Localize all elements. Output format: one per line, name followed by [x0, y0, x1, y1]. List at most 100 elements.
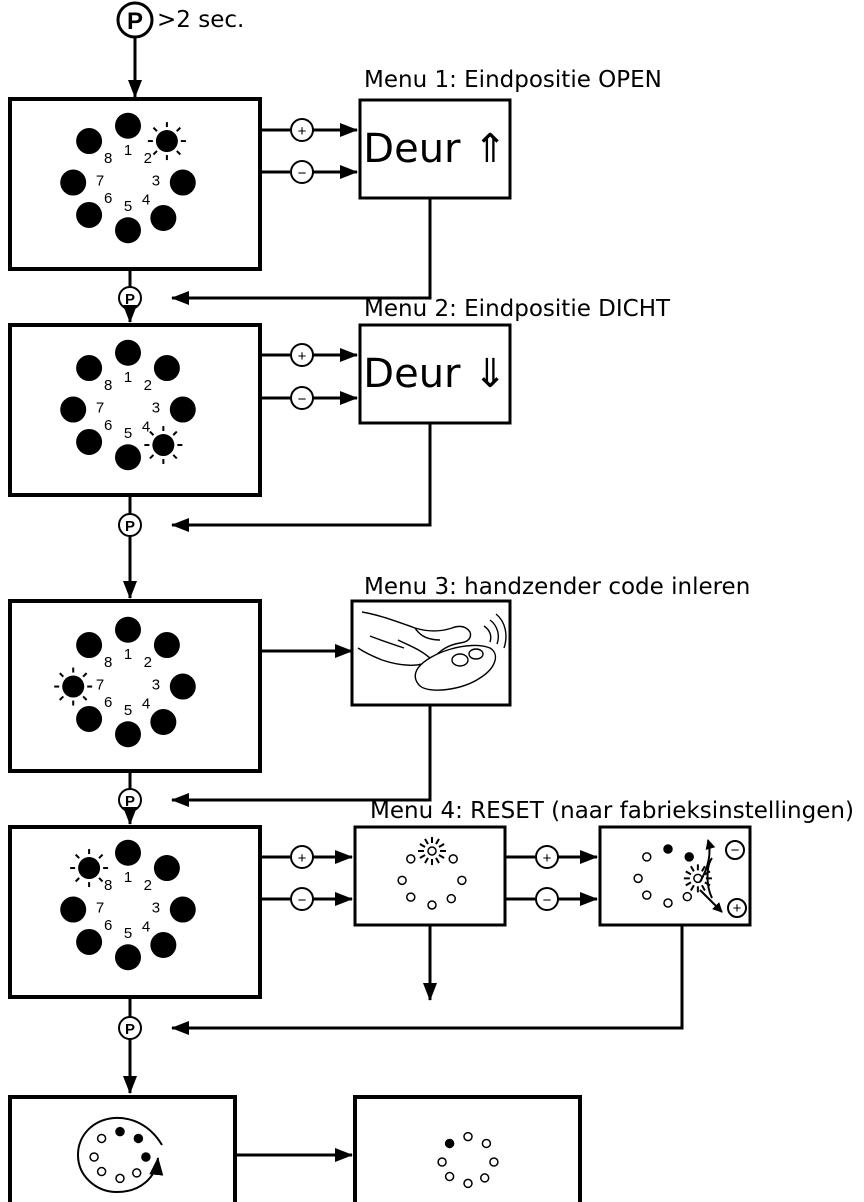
- led-number-6: 6: [104, 917, 112, 934]
- reset-minus-button: −: [535, 887, 559, 911]
- led-4: [152, 434, 175, 457]
- led-4: [150, 205, 177, 232]
- led-number-1: 1: [124, 369, 132, 386]
- mini-led-2: [448, 854, 458, 864]
- led-number-5: 5: [124, 198, 132, 215]
- menu3-return-arrow: [171, 705, 432, 807]
- menu4-minus-button: −: [290, 887, 314, 911]
- mini-led-7: [633, 873, 643, 884]
- svg-text:+: +: [298, 123, 307, 140]
- led-number-4: 4: [142, 418, 150, 435]
- led-8: [76, 632, 103, 659]
- mini-led-2: [133, 1133, 144, 1144]
- led-number-5: 5: [124, 425, 132, 442]
- led-6: [76, 705, 103, 732]
- led-number-7: 7: [96, 172, 104, 189]
- led-number-2: 2: [144, 654, 152, 671]
- reset-rotate-plus-icon: +: [727, 898, 747, 918]
- menu1-return-arrow: [171, 198, 432, 305]
- led-3: [169, 673, 196, 700]
- led-number-8: 8: [104, 377, 112, 394]
- led-number-2: 2: [144, 377, 152, 394]
- led-5: [115, 944, 141, 971]
- menu2-minus-button: −: [290, 386, 314, 410]
- reset-step1-box: [353, 825, 507, 927]
- mini-led-7: [89, 1152, 99, 1162]
- mini-led-1: [427, 846, 437, 856]
- reset-step1-led-ring: [397, 837, 467, 910]
- remote-control-hand-icon: [357, 611, 507, 691]
- led-4: [150, 932, 177, 959]
- reset-rotate-arc: [706, 857, 713, 899]
- led-8: [76, 128, 103, 155]
- mini-led-5: [115, 1173, 125, 1184]
- menu2-plus-button: +: [290, 343, 314, 367]
- led-2: [153, 632, 180, 659]
- start-p-label: P: [127, 8, 143, 35]
- mini-led-7: [397, 875, 407, 886]
- mini-led-5: [427, 900, 437, 910]
- menu1-plus-button: +: [290, 118, 314, 142]
- led-4: [150, 709, 177, 736]
- start-duration-label: >2 sec.: [157, 7, 244, 33]
- mini-led-3: [141, 1152, 151, 1162]
- led-number-8: 8: [104, 877, 112, 894]
- menu2-return-arrow: [171, 423, 432, 532]
- svg-text:−: −: [298, 391, 307, 408]
- mini-led-5: [663, 898, 673, 908]
- menu1-door-box: [358, 98, 512, 200]
- led-number-3: 3: [152, 676, 160, 693]
- led-7: [60, 169, 87, 196]
- led-7: [60, 896, 87, 923]
- exit-rotation-box: [8, 1095, 237, 1202]
- led-number-4: 4: [142, 695, 150, 712]
- svg-text:+: +: [298, 348, 307, 365]
- mini-led-3: [489, 1157, 499, 1167]
- led-number-5: 5: [124, 925, 132, 942]
- led-1: [115, 839, 141, 866]
- menu1-p-button: P: [118, 286, 142, 310]
- mini-led-1: [463, 1131, 473, 1142]
- led-number-7: 7: [96, 399, 104, 416]
- mini-led-4: [131, 1168, 142, 1178]
- menu1-minus-button: −: [290, 160, 314, 184]
- led-number-6: 6: [104, 190, 112, 207]
- led-number-3: 3: [152, 172, 160, 189]
- led-number-2: 2: [144, 150, 152, 167]
- led-number-3: 3: [152, 399, 160, 416]
- mini-led-3: [457, 875, 467, 886]
- mini-led-6: [444, 1171, 455, 1182]
- mini-led-5: [463, 1178, 473, 1189]
- mini-led-2: [481, 1138, 492, 1149]
- mini-led-8: [444, 1138, 455, 1149]
- svg-text:−: −: [298, 892, 307, 909]
- svg-text:−: −: [543, 892, 552, 909]
- led-5: [115, 721, 141, 748]
- led-5: [115, 217, 141, 244]
- mini-led-1: [115, 1126, 125, 1137]
- led-number-7: 7: [96, 899, 104, 916]
- mini-led-2: [684, 852, 694, 862]
- led-number-8: 8: [104, 654, 112, 671]
- reset-rotate-minus-icon: −: [725, 840, 745, 860]
- mini-led-6: [642, 890, 652, 900]
- svg-text:P: P: [125, 1021, 135, 1038]
- led-3: [169, 396, 196, 423]
- svg-text:−: −: [731, 842, 740, 859]
- exit-rotation-arrow: [76, 1116, 164, 1194]
- menu2-p-button: P: [118, 513, 142, 537]
- menu4-plus-button: +: [290, 845, 314, 869]
- led-6: [76, 928, 103, 955]
- led-2: [153, 355, 180, 382]
- mini-led-4: [479, 1173, 490, 1183]
- led-7: [62, 675, 85, 698]
- led-number-1: 1: [124, 142, 132, 159]
- led-8: [76, 355, 103, 382]
- led-6: [76, 201, 103, 228]
- mini-led-4: [446, 893, 457, 904]
- mini-led-6: [406, 892, 416, 902]
- svg-text:P: P: [125, 793, 135, 810]
- led-number-4: 4: [142, 191, 150, 208]
